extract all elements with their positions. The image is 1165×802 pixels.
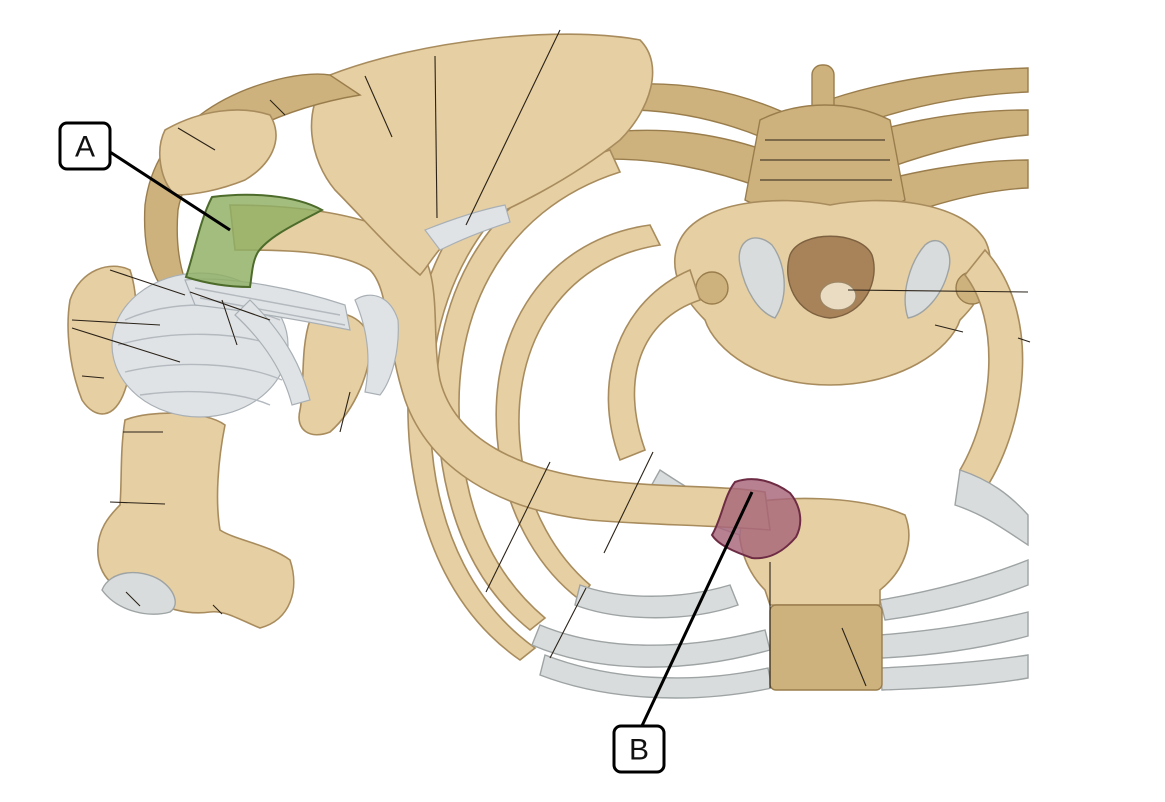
scapula-body <box>310 33 654 277</box>
region-b-highlight <box>710 478 802 560</box>
callout-a-box <box>58 121 112 171</box>
callout-a-label: A <box>75 131 95 164</box>
superior-articular-facet-left <box>738 237 785 319</box>
region-a-highlight <box>184 193 325 289</box>
humerus-trochlea <box>101 571 176 615</box>
transverse-process-left <box>695 271 729 305</box>
costal-cartilage-right-3 <box>879 654 1029 691</box>
scapula <box>143 33 654 436</box>
vertebral-body-segments <box>760 139 892 181</box>
humerus-greater-tubercle <box>67 265 138 415</box>
sternal-body <box>769 604 883 691</box>
callout-b: B <box>612 491 754 774</box>
callout-a: A <box>58 121 231 232</box>
humerus <box>67 265 295 629</box>
spinal-cord <box>819 281 857 311</box>
superior-articular-facet-right <box>904 239 951 319</box>
shoulder-joint-capsule <box>111 204 511 418</box>
coracoacromial-ligament <box>234 299 311 406</box>
coracoclavicular-ligament <box>354 294 399 396</box>
first-costal-cartilage-right <box>954 469 1029 547</box>
callout-a-leader <box>109 150 231 232</box>
acromion <box>159 109 277 196</box>
rib-arc-2 <box>435 149 622 632</box>
unlabeled-leader-lines <box>71 29 1031 688</box>
costal-cartilage-right-1 <box>879 558 1029 621</box>
coracohumeral-fibers <box>194 287 346 326</box>
conoid-ligament <box>424 204 511 251</box>
first-rib-left <box>607 268 702 462</box>
costal-cartilage-right-2 <box>879 611 1029 659</box>
callout-b-label: B <box>629 734 649 767</box>
costal-cartilage-left-1 <box>574 584 739 619</box>
callout-b-leader <box>638 491 754 731</box>
costal-cartilage-left-2 <box>531 624 771 668</box>
callout-b-box <box>612 724 666 774</box>
coracoid-process <box>298 312 371 436</box>
vertebral-column <box>744 104 906 212</box>
